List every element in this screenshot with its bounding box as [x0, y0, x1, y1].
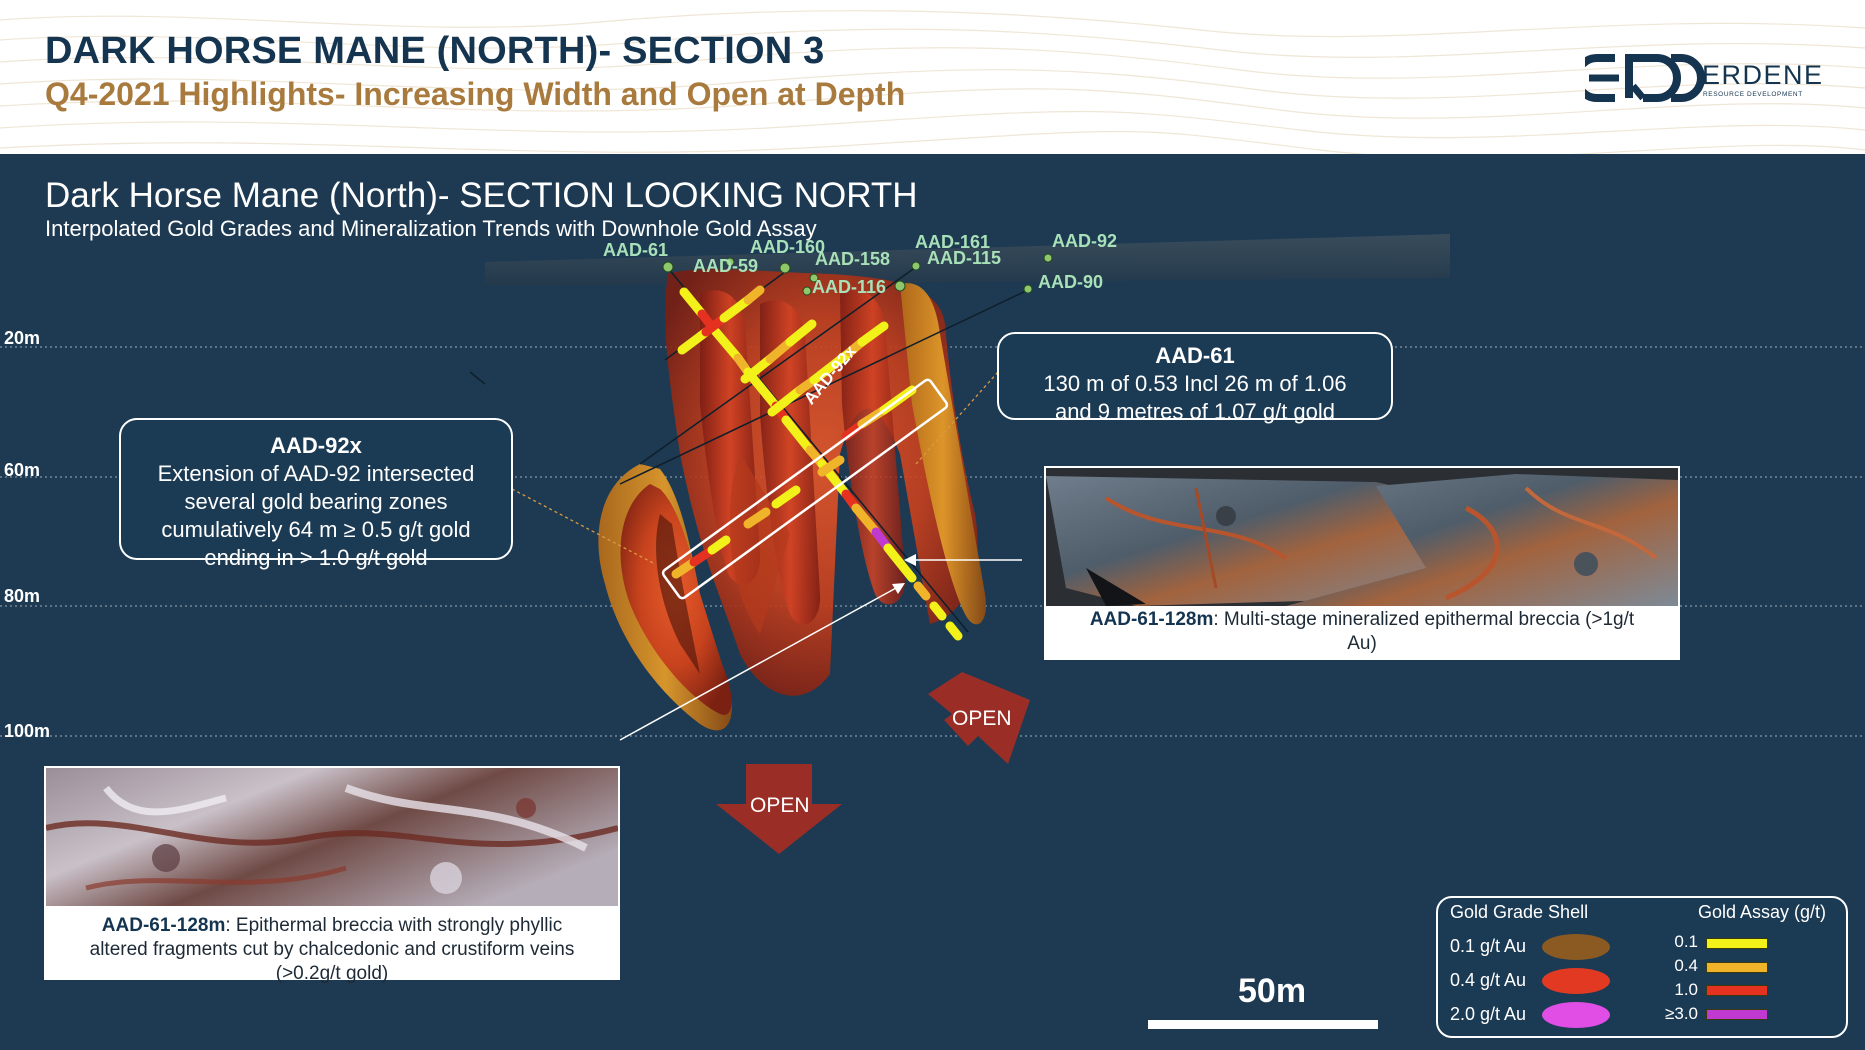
legend-assay-swatch [1706, 962, 1768, 973]
drill-hole-label: AAD-158 [815, 249, 891, 269]
legend-shell-swatch [1542, 968, 1610, 994]
scale-bar [1148, 1020, 1378, 1029]
callout-aad-92x: AAD-92x Extension of AAD-92 intersected … [119, 418, 513, 570]
legend: Gold Grade Shell Gold Assay (g/t) 0.1 g/… [1436, 896, 1848, 1038]
core-photo-caption: AAD-61-128m: Epithermal breccia with str… [44, 914, 620, 986]
breccia-core-image [46, 768, 618, 906]
legend-assay-label: 0.4 [1674, 956, 1698, 975]
drill-hole-label: AAD-92 [1052, 231, 1118, 251]
section-subtitle: Interpolated Gold Grades and Mineralizat… [45, 216, 817, 241]
scale-bar-label: 50m [1238, 972, 1307, 1010]
drill-hole-label: AAD-116 [812, 277, 887, 297]
slide-title: DARK HORSE MANE (NORTH)- SECTION 3 [45, 30, 825, 72]
logo-wordmark: ERDENE [1702, 60, 1824, 90]
geologic-section-graphic [0, 234, 1865, 854]
depth-label-60m: 60m [4, 460, 41, 480]
logo-tagline: RESOURCE DEVELOPMENT [1703, 91, 1803, 98]
callout-line: 130 m of 0.53 Incl 26 m of 1.06 [1043, 371, 1347, 396]
section-title: Dark Horse Mane (North)- SECTION LOOKING… [45, 176, 918, 215]
callout-line: cumulatively 64 m ≥ 0.5 g/t gold [161, 517, 471, 542]
callout-line: ending in > 1.0 g/t gold [204, 545, 428, 570]
slide-header: DARK HORSE MANE (NORTH)- SECTION 3 Q4-20… [0, 0, 1865, 154]
callout-line: and 9 metres of 1.07 g/t gold [1054, 399, 1336, 424]
breccia-core-image [1046, 468, 1678, 606]
drill-hole-label: AAD-115 [927, 248, 1002, 268]
caption-text: : Multi-stage mineralized epithermal bre… [1213, 609, 1635, 630]
depth-label-80m: 80m [4, 586, 41, 606]
caption-text: (>0.2g/t gold) [275, 963, 389, 984]
legend-assay-swatch [1706, 938, 1768, 949]
legend-shell-label: 0.4 g/t Au [1450, 970, 1527, 990]
topographic-contours-decoration [0, 10, 1865, 154]
legend-assay-swatch [1706, 1009, 1768, 1020]
callout-title: AAD-92x [270, 433, 362, 458]
legend-assay-label: ≥3.0 [1665, 1004, 1698, 1023]
slide-subtitle: Q4-2021 Highlights- Increasing Width and… [45, 76, 906, 112]
caption-text: altered fragments cut by chalcedonic and… [89, 939, 575, 960]
caption-text: Au) [1347, 633, 1377, 654]
drill-hole-label: AAD-90 [1038, 272, 1104, 292]
legend-assay-label: 0.1 [1674, 932, 1698, 951]
core-photo-left: AAD-61-128m: Epithermal breccia with str… [44, 766, 620, 984]
depth-label-20m: 20m [4, 328, 41, 348]
legend-shell-label: 2.0 g/t Au [1450, 1004, 1527, 1024]
legend-assay-label: 1.0 [1674, 980, 1698, 999]
legend-assay-swatch [1706, 985, 1768, 996]
callout-line: Extension of AAD-92 intersected [157, 461, 475, 486]
drill-hole-label: AAD-61 [603, 240, 669, 260]
caption-sample-id: AAD-61-128m [101, 915, 226, 936]
caption-sample-id: AAD-61-128m [1089, 609, 1214, 630]
depth-label-100m: 100m [4, 721, 51, 741]
core-photo-right: AAD-61-128m: Multi-stage mineralized epi… [1044, 466, 1680, 660]
drill-hole-label: AAD-161 [915, 232, 991, 252]
legend-shell-swatch [1542, 1002, 1610, 1028]
core-photo-caption: AAD-61-128m: Multi-stage mineralized epi… [1044, 608, 1680, 656]
callout-line: several gold bearing zones [184, 489, 448, 514]
open-at-depth-label: OPEN [952, 707, 1012, 730]
callout-aad-61: AAD-61 130 m of 0.53 Incl 26 m of 1.06 a… [997, 332, 1393, 424]
legend-assay-title: Gold Assay (g/t) [1698, 902, 1827, 922]
drill-hole-label: AAD-59 [693, 256, 759, 276]
legend-shell-title: Gold Grade Shell [1450, 902, 1589, 922]
drill-hole-label: AAD-160 [750, 237, 826, 257]
open-at-depth-label: OPEN [750, 794, 810, 817]
callout-title: AAD-61 [1155, 343, 1235, 368]
legend-shell-swatch [1542, 934, 1610, 960]
legend-shell-label: 0.1 g/t Au [1450, 936, 1527, 956]
erdene-logo-icon [1585, 54, 1705, 102]
section-panel: Dark Horse Mane (North)- SECTION LOOKING… [0, 154, 1865, 1050]
caption-text: : Epithermal breccia with strongly phyll… [225, 915, 563, 936]
